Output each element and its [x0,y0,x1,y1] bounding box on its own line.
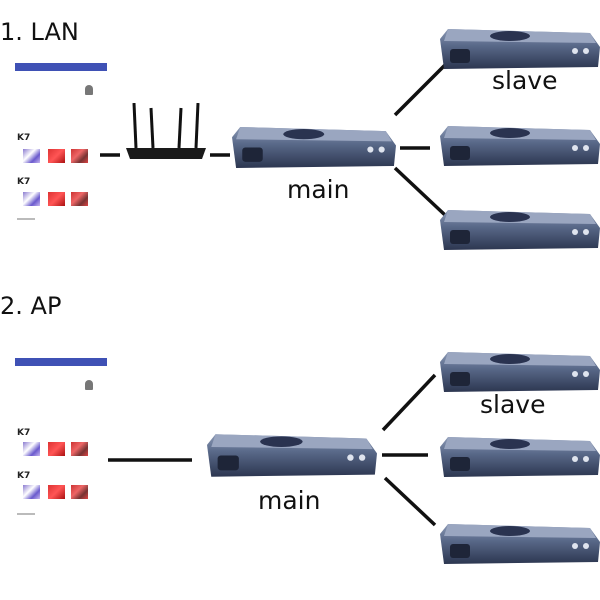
slave-device-lan-3 [440,210,600,250]
lan-links [100,63,447,217]
group-label: K7 [17,133,31,143]
section-title-ap: 2. AP [0,292,62,320]
thumbnail[interactable] [48,485,65,499]
app-bar [15,358,107,366]
section-title-lan: 1. LAN [0,18,79,46]
avatar-icon [85,85,93,95]
group-label: K7 [17,177,31,187]
router-icon [125,103,207,161]
app-bar [15,63,107,71]
thumbnail[interactable] [23,149,40,163]
slave-device-lan-1 [440,29,600,69]
main-label-lan: main [287,175,350,204]
thumbnail[interactable] [48,192,65,206]
thumbnail[interactable] [23,442,40,456]
group-label: K7 [17,471,31,481]
slave-device-ap-2 [440,437,600,477]
phone-app-lan: K7 K7 [15,63,107,233]
thumbnail[interactable] [48,442,65,456]
slave-device-lan-2 [440,126,600,166]
main-label-ap: main [258,486,321,515]
phone-app-ap: K7 K7 [15,358,107,523]
thumbnail[interactable] [71,192,88,206]
avatar-icon [85,380,93,390]
footer-text [17,513,35,515]
ap-links [108,373,437,527]
slave-label-ap: slave [480,390,546,419]
slave-label-lan: slave [492,66,558,95]
main-device-ap [207,434,377,477]
thumbnail[interactable] [23,485,40,499]
main-device-lan [232,126,396,168]
thumbnail[interactable] [23,192,40,206]
thumbnail[interactable] [48,149,65,163]
thumbnail[interactable] [71,485,88,499]
group-label: K7 [17,428,31,438]
slave-device-ap-1 [440,352,600,392]
thumbnail[interactable] [71,442,88,456]
slave-device-ap-3 [440,524,600,564]
thumbnail[interactable] [71,149,88,163]
footer-text [17,218,35,220]
